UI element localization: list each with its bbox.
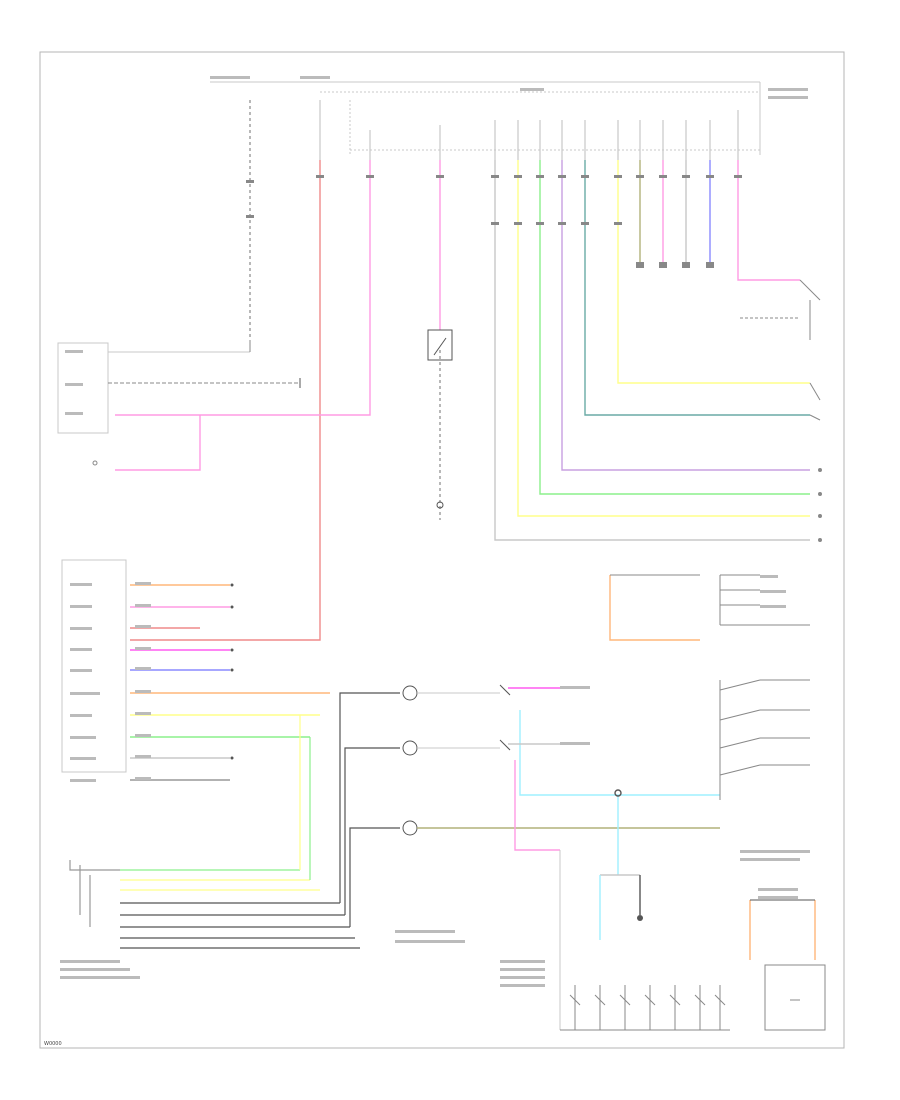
bottom-switch-bank [559, 850, 730, 1031]
wire-yellow-2 [617, 160, 810, 384]
wire-green [539, 160, 810, 495]
instrument-cluster [61, 559, 330, 781]
wire-red [130, 160, 321, 641]
wire-pink [115, 160, 371, 416]
colored-vertical-wires [115, 160, 810, 641]
right-upper-components [740, 279, 822, 542]
inline-connector-marks [246, 175, 742, 268]
bottom-right-connector [749, 899, 826, 1031]
wire-violet [561, 160, 810, 471]
top-connector-pins [249, 100, 739, 340]
left-module-upper [57, 340, 301, 471]
wire-teal [584, 160, 810, 416]
right-mid-components [609, 574, 810, 800]
wire-label-marks [60, 76, 810, 987]
wire-yellow [517, 160, 810, 517]
lower-left-harness [69, 692, 400, 949]
wire-pink-4 [737, 160, 800, 281]
main-connector-top [210, 81, 761, 155]
diagram-code: W0000 [44, 1041, 62, 1047]
wire-gray-long [494, 160, 810, 541]
clockspring [402, 684, 720, 836]
center-lower-wires [508, 687, 720, 940]
diagram-border [39, 51, 845, 1049]
center-switch [427, 329, 453, 509]
